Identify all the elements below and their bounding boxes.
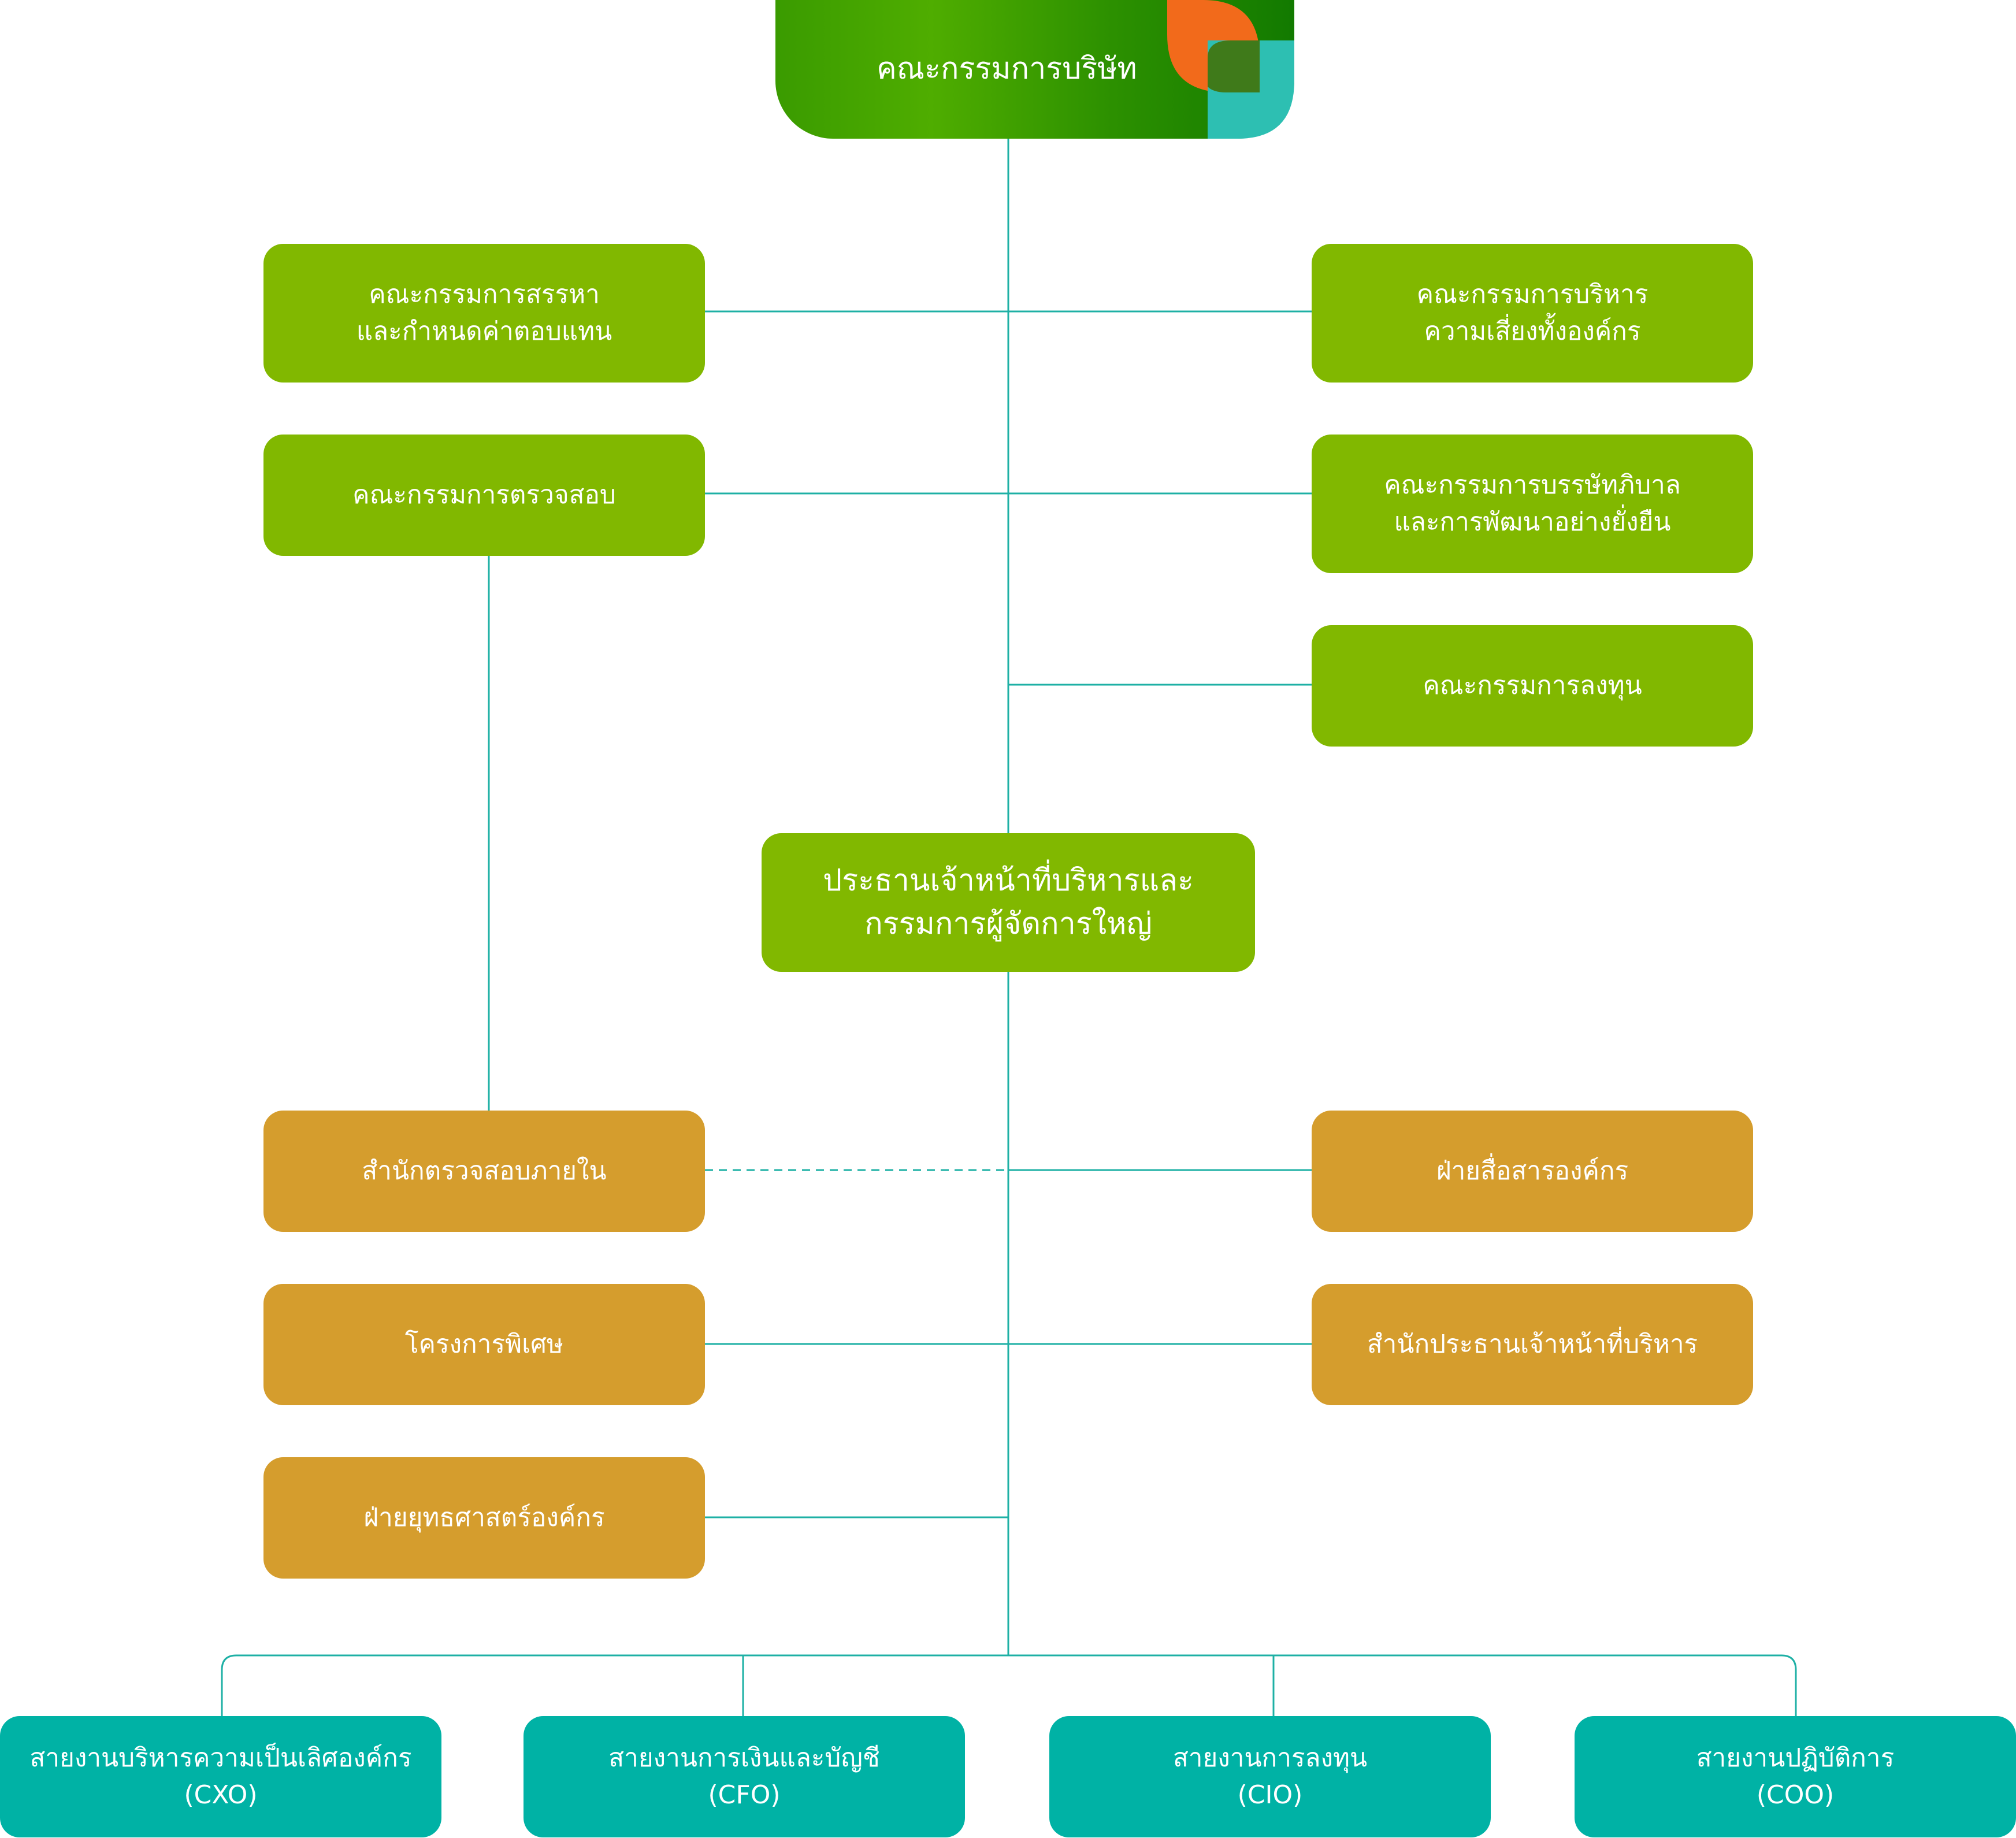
division-box-cxo: สายงานบริหารความเป็นเลิศองค์กร (CXO) [0,1716,441,1837]
special-projects-label: โครงการพิเศษ [404,1330,564,1360]
nomination-line-2: และกำหนดค่าตอบแทน [356,317,612,346]
ceo-office-label: สำนักประธานเจ้าหน้าที่บริหาร [1367,1330,1698,1360]
investment-line-1: คณะกรรมการลงทุน [1423,671,1642,701]
governance-committee-box: คณะกรรมการบรรษัทภิบาล และการพัฒนาอย่างยั… [1312,435,1753,573]
logo-overlap [1208,40,1260,92]
governance-line-1: คณะกรรมการบรรษัทภิบาล [1384,470,1681,500]
division-box-cio: สายงานการลงทุน (CIO) [1049,1716,1491,1837]
division-box-coo: สายงานปฏิบัติการ (COO) [1575,1716,2016,1837]
risk-committee-box: คณะกรรมการบริหาร ความเสี่ยงทั้งองค์กร [1312,244,1753,383]
nomination-committee-box: คณะกรรมการสรรหา และกำหนดค่าตอบแทน [263,244,705,383]
governance-line-2: และการพัฒนาอย่างยั่งยืน [1394,507,1671,537]
risk-line-1: คณะกรรมการบริหาร [1416,280,1649,310]
division-name: สายงานการเงินและบัญชี [608,1743,880,1773]
division-code: (CXO) [184,1780,258,1810]
internal-audit-office-box: สำนักตรวจสอบภายใน [263,1111,705,1232]
division-code: (COO) [1756,1780,1835,1810]
division-name: สายงานบริหารความเป็นเลิศองค์กร [29,1743,412,1773]
special-projects-box: โครงการพิเศษ [263,1284,705,1405]
investment-committee-box: คณะกรรมการลงทุน [1312,625,1753,747]
internal-audit-label: สำนักตรวจสอบภายใน [362,1156,607,1186]
strategy-label: ฝ่ายยุทธศาสตร์องค์กร [363,1503,605,1533]
divisions-bus-line [221,1654,1797,1716]
division-box-cfo: สายงานการเงินและบัญชี (CFO) [524,1716,965,1837]
ceo-box: ประธานเจ้าหน้าที่บริหารและ กรรมการผู้จัด… [762,833,1255,972]
division-code: (CIO) [1237,1780,1303,1810]
division-code: (CFO) [708,1780,781,1810]
connector-line-group [221,139,1797,1716]
board-of-directors-box: คณะกรรมการบริษัท [775,0,1294,139]
division-name: สายงานปฏิบัติการ [1696,1743,1895,1773]
risk-line-2: ความเสี่ยงทั้งองค์กร [1424,317,1641,346]
nomination-line-1: คณะกรรมการสรรหา [369,280,600,310]
strategy-department-box: ฝ่ายยุทธศาสตร์องค์กร [263,1457,705,1579]
ceo-line-1: ประธานเจ้าหน้าที่บริหารและ [823,863,1194,898]
audit-line-1: คณะกรรมการตรวจสอบ [352,480,616,510]
audit-committee-box: คณะกรรมการตรวจสอบ [263,435,705,556]
leaf-logo-icon [1167,0,1294,139]
ceo-office-box: สำนักประธานเจ้าหน้าที่บริหาร [1312,1284,1753,1405]
corporate-communications-box: ฝ่ายสื่อสารองค์กร [1312,1111,1753,1232]
board-title: คณะกรรมการบริษัท [877,51,1137,87]
ceo-line-2: กรรมการผู้จัดการใหญ่ [864,907,1152,941]
division-name: สายงานการลงทุน [1172,1743,1368,1773]
corporate-communications-label: ฝ่ายสื่อสารองค์กร [1436,1156,1629,1186]
